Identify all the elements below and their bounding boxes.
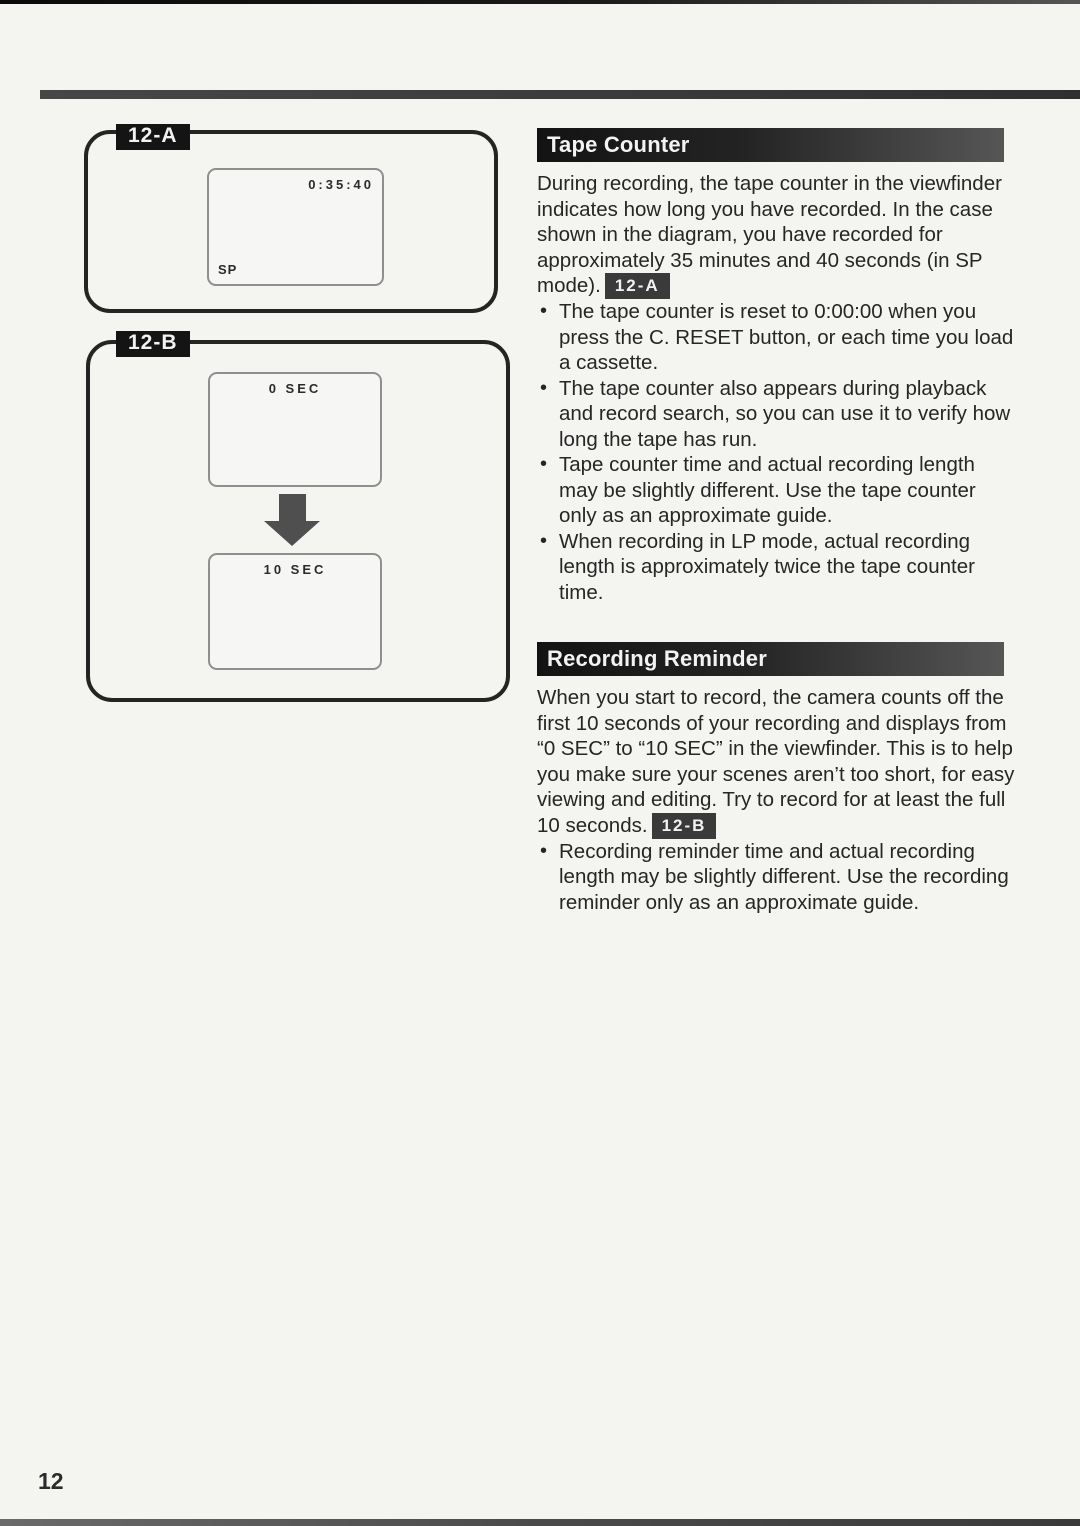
figure-12b-panel: 12-B 0 SEC 10 SEC xyxy=(86,331,510,702)
text-column: Tape Counter During recording, the tape … xyxy=(537,128,1015,915)
tape-counter-bullet-list: The tape counter is reset to 0:00:00 whe… xyxy=(537,299,1015,605)
figure-12a-label-badge: 12-A xyxy=(116,124,190,150)
recording-reminder-intro: When you start to record, the camera cou… xyxy=(537,685,1015,839)
recording-reminder-bullet-list: Recording reminder time and actual recor… xyxy=(537,839,1015,916)
list-item: The tape counter is reset to 0:00:00 whe… xyxy=(537,299,1015,376)
down-arrow-head xyxy=(264,521,320,546)
recording-reminder-10sec: 10 SEC xyxy=(263,562,327,577)
list-item: Recording reminder time and actual recor… xyxy=(537,839,1015,916)
recording-reminder-0sec: 0 SEC xyxy=(268,381,322,396)
top-scan-bar xyxy=(0,0,1080,4)
tape-counter-intro-text: During recording, the tape counter in th… xyxy=(537,172,1002,297)
tape-counter-readout: 0:35:40 xyxy=(308,177,374,192)
page-number: 12 xyxy=(38,1468,64,1494)
list-item: When recording in LP mode, actual record… xyxy=(537,529,1015,606)
tape-counter-intro: During recording, the tape counter in th… xyxy=(537,171,1015,299)
viewfinder-screen-0sec: 0 SEC xyxy=(208,372,382,487)
figure-12a-panel: 12-A 0:35:40 SP xyxy=(84,124,498,313)
inline-figure-ref-12a: 12-A xyxy=(604,273,670,299)
viewfinder-screen-10sec: 10 SEC xyxy=(208,553,382,670)
list-item: The tape counter also appears during pla… xyxy=(537,376,1015,453)
list-item: Tape counter time and actual recording l… xyxy=(537,452,1015,529)
sp-mode-indicator: SP xyxy=(218,262,238,277)
down-arrow-icon xyxy=(264,494,320,546)
section-title-tape-counter: Tape Counter xyxy=(537,128,1004,162)
figure-12b-label-badge: 12-B xyxy=(116,331,190,357)
down-arrow-shaft xyxy=(278,494,306,521)
recording-reminder-intro-text: When you start to record, the camera cou… xyxy=(537,686,1015,837)
inline-figure-ref-12b: 12-B xyxy=(651,812,717,839)
header-rule xyxy=(40,90,1080,99)
viewfinder-screen-12a: 0:35:40 SP xyxy=(207,168,384,286)
section-title-recording-reminder: Recording Reminder xyxy=(537,642,1004,676)
bottom-scan-bar xyxy=(0,1519,1080,1526)
